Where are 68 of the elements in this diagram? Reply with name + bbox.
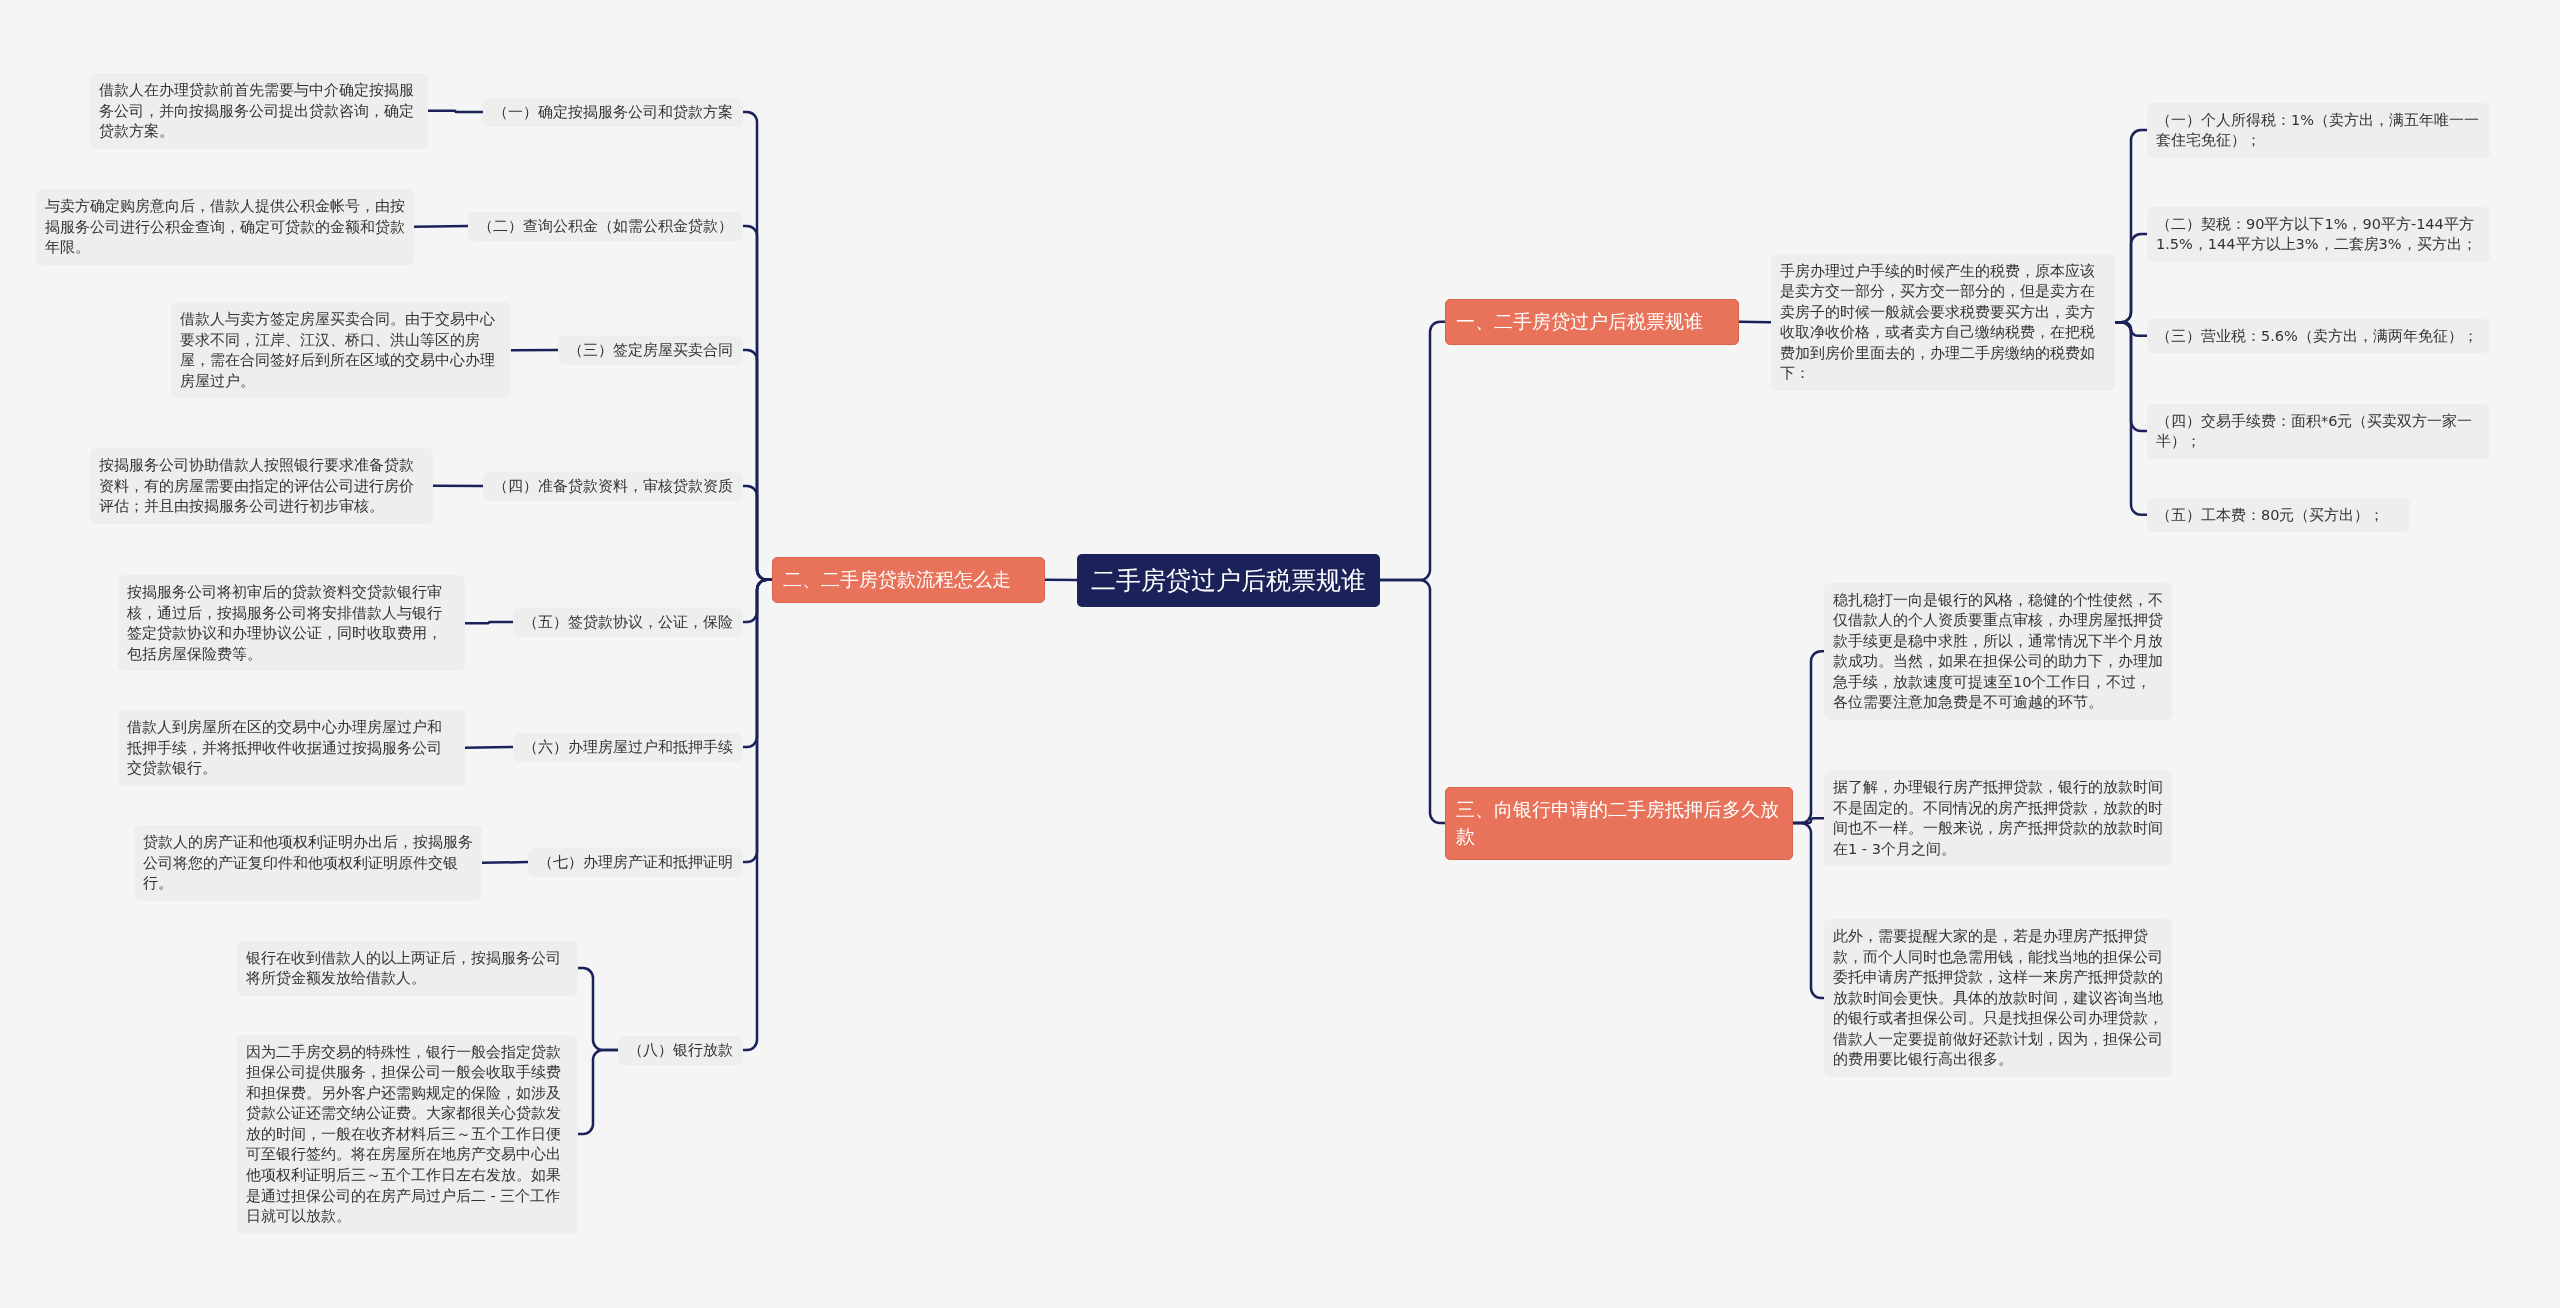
note-text: 因为二手房交易的特殊性，银行一般会指定贷款担保公司提供服务，担保公司一般会收取手续费和担保费。另外客户还需购规定的保险，如涉及贷款公证还需交纳公证费。大家都很关心贷款发放的时间，一般在收齐材料后三～五个工作日便可至银行签约。将在房屋所在地房产交易中心出他项权利证明后三～五个工作日左右发放。如果是通过担保公司的在房产局过户后二 - 三个工作日就可以放款。 xyxy=(246,1042,562,1227)
note-card xyxy=(1824,582,2172,720)
note-text: 与卖方确定购房意向后，借款人提供公积金帐号，由按揭服务公司进行公积金查询，确定可贷款的金额和贷款年限。 xyxy=(45,197,405,258)
note-card xyxy=(2147,497,2410,533)
central-topic xyxy=(1077,553,1380,607)
subtopic xyxy=(483,97,743,127)
note-card xyxy=(2147,403,2490,459)
topic-text: （一）确定按揭服务公司和贷款方案 xyxy=(493,102,733,122)
topic-text: （三）签定房屋买卖合同 xyxy=(568,340,733,360)
note-text: 贷款人的房产证和他项权利证明办出后，按揭服务公司将您的产证复印件和他项权利证明原件交银行。 xyxy=(143,833,473,894)
note-text: 银行在收到借款人的以上两证后，按揭服务公司将所贷金额发放给借款人。 xyxy=(246,948,562,989)
note-text: 借款人在办理贷款前首先需要与中介确定按揭服务公司，并向按揭服务公司提出贷款咨询，确定贷款方案。 xyxy=(99,81,415,142)
connector-line xyxy=(511,348,558,352)
note-card xyxy=(134,825,482,901)
topic-text: 二手房贷过户后税票规谁 xyxy=(1091,564,1366,597)
connector-line xyxy=(428,109,483,114)
note-text: 据了解，办理银行房产抵押贷款，银行的放款时间不是固定的。不同情况的房产抵押贷款，放款的时间也不一样。一般来说，房产抵押贷款的放款时间在1 - 3个月之间。 xyxy=(1833,778,2163,859)
note-card xyxy=(90,448,433,524)
subtopic xyxy=(483,471,743,501)
topic-text: （七）办理房产证和抵押证明 xyxy=(538,852,733,872)
topic-text: （五）签贷款协议，公证，保险 xyxy=(523,612,733,632)
connector-line xyxy=(465,620,513,625)
subtopic xyxy=(558,335,743,365)
subtopic xyxy=(528,847,743,877)
subtopic xyxy=(618,1035,743,1065)
note-text: （二）契税：90平方以下1%，90平方-144平方1.5%，144平方以上3%，二套房3%，买方出； xyxy=(2156,214,2478,255)
note-text: （四）交易手续费：面积*6元（买卖双方一家一半）； xyxy=(2156,411,2474,452)
topic-text: （四）准备贷款资料，审核贷款资质 xyxy=(493,476,733,496)
topic-text: （六）办理房屋过户和抵押手续 xyxy=(523,737,733,757)
connector-line xyxy=(413,224,469,229)
note-text: 此外，需要提醒大家的是，若是办理房产抵押贷款，而个人同时也急需用钱，能找当地的担保公司委托申请房产抵押贷款，这样一来房产抵押贷款的放款时间会更快。具体的放款时间，建议咨询当地的银行或者担保公司。只是找担保公司办理贷款，借款人一定要提前做好还款计划，因为，担保公司的费用要比银行高出很多。 xyxy=(1833,927,2163,1070)
branch-topic xyxy=(772,557,1045,603)
note-card xyxy=(1771,253,2115,391)
note-text: 稳扎稳打一向是银行的风格，稳健的个性使然，不仅借款人的个人资质要重点审核，办理房屋抵押贷款手续更是稳中求胜，所以，通常情况下半个月放款成功。当然，如果在担保公司的助力下，办理加急手续，放款速度可提速至10个工作日，不过，各位需要注意加急费是不可逾越的环节。 xyxy=(1833,590,2163,713)
connector-line xyxy=(481,860,529,865)
note-card xyxy=(2147,206,2490,262)
note-card xyxy=(171,302,511,399)
note-text: 借款人与卖方签定房屋买卖合同。由于交易中心要求不同，江岸、江汉、桥口、洪山等区的房屋，需在合同签好后到所在区域的交易中心办理房屋过户。 xyxy=(180,310,496,391)
connector-line xyxy=(433,484,483,488)
note-text: （一）个人所得税：1%（卖方出，满五年唯一一套住宅免征）； xyxy=(2156,110,2480,151)
note-text: 借款人到房屋所在区的交易中心办理房屋过户和抵押手续，并将抵押收件收据通过按揭服务公司交贷款银行。 xyxy=(127,718,443,779)
topic-text: 一、二手房贷过户后税票规谁 xyxy=(1456,309,1704,334)
branch-topic xyxy=(1445,299,1739,345)
note-card xyxy=(90,73,428,149)
note-card xyxy=(118,710,465,786)
subtopic xyxy=(513,607,743,637)
subtopic xyxy=(513,732,743,762)
note-card xyxy=(118,575,465,672)
subtopic xyxy=(468,211,743,241)
topic-text: （八）银行放款 xyxy=(628,1040,733,1060)
connector-line xyxy=(464,745,514,750)
branch-topic xyxy=(1445,786,1793,860)
topic-text: 三、向银行申请的二手房抵押后多久放款 xyxy=(1456,796,1780,850)
note-card xyxy=(237,940,578,996)
note-text: （五）工本费：80元（买方出）； xyxy=(2156,505,2386,525)
note-text: 手房办理过户手续的时候产生的税费，原本应该是卖方交一部分，买方交一部分的，但是卖方在卖房子的时候一般就会要求税费要买方出，卖方收取净收价格，或者卖方自己缴纳税费，在把税费加到房价里面去的，办理二手房缴纳的税费如下： xyxy=(1780,261,2096,384)
note-text: （三）营业税：5.6%（卖方出，满两年免征）； xyxy=(2156,326,2479,346)
connector-line xyxy=(1738,320,1771,324)
note-card xyxy=(2147,102,2490,158)
connector-line xyxy=(1045,578,1077,582)
topic-text: （二）查询公积金（如需公积金贷款） xyxy=(478,216,733,236)
note-text: 按揭服务公司协助借款人按照银行要求准备贷款资料，有的房屋需要由指定的评估公司进行房价评估；并且由按揭服务公司进行初步审核。 xyxy=(99,456,415,517)
note-text: 按揭服务公司将初审后的贷款资料交贷款银行审核，通过后，按揭服务公司将安排借款人与银行签定贷款协议和办理协议公证，同时收取费用，包括房屋保险费等。 xyxy=(127,583,443,664)
note-card xyxy=(1824,770,2172,867)
topic-text: 二、二手房贷款流程怎么走 xyxy=(783,567,1012,592)
connector-line xyxy=(1793,821,1824,1000)
note-card xyxy=(2147,318,2490,354)
note-card xyxy=(36,189,414,265)
